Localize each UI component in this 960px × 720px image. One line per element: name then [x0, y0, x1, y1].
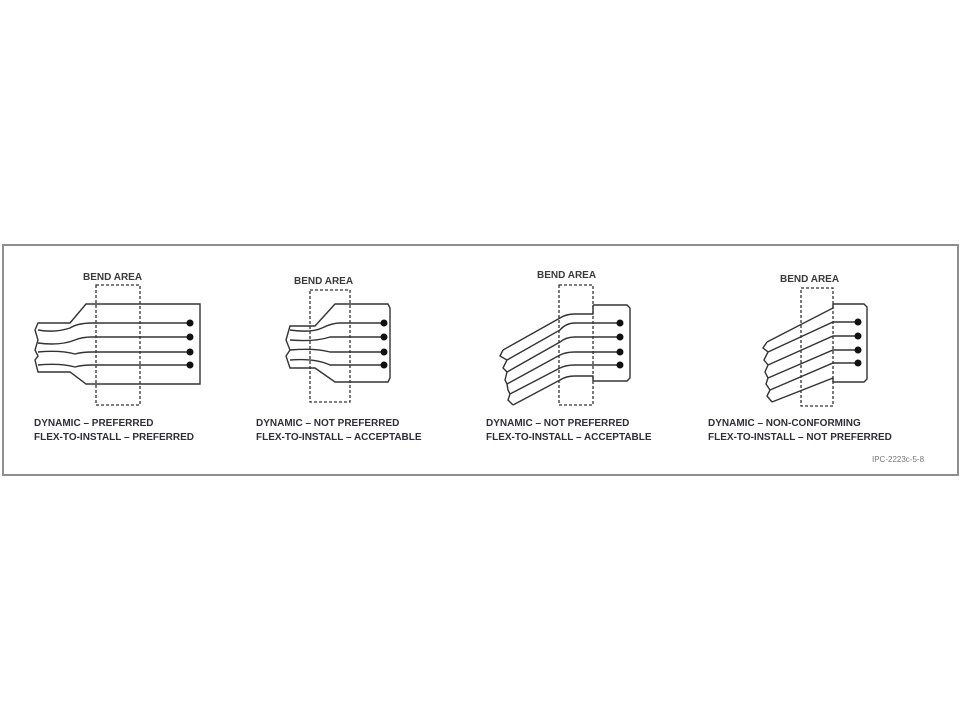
bend-area-box [309, 289, 351, 403]
pad-icon [380, 348, 388, 356]
flex-outline [285, 303, 391, 383]
trace [289, 358, 384, 366]
bend-area-box [800, 287, 834, 407]
bend-area-label: BEND AREA [294, 276, 353, 287]
pad-icon [616, 348, 624, 356]
trace [37, 363, 190, 368]
caption-dynamic: DYNAMIC – NOT PREFERRED [486, 418, 629, 429]
flex-cut-edge [499, 349, 514, 406]
caption-dynamic: DYNAMIC – NON-CONFORMING [708, 418, 861, 429]
bend-area-box [558, 284, 594, 406]
pad-icon [186, 333, 194, 341]
caption-flex-to-install: FLEX-TO-INSTALL – ACCEPTABLE [486, 432, 652, 443]
pad-icon [186, 361, 194, 369]
trace [289, 336, 384, 342]
pad-icon [186, 348, 194, 356]
bend-area-label: BEND AREA [780, 274, 839, 285]
trace [767, 335, 858, 366]
bend-area-label: BEND AREA [537, 270, 596, 281]
figure-id: IPC-2223c-5-8 [872, 455, 925, 464]
flex-cut-edge [762, 341, 773, 403]
flex-outline [34, 303, 201, 385]
pad-icon [186, 319, 194, 327]
pad-icon [854, 332, 862, 340]
pad-icon [616, 333, 624, 341]
trace [766, 304, 834, 343]
figure-frame [2, 244, 959, 476]
caption-flex-to-install: FLEX-TO-INSTALL – PREFERRED [34, 432, 194, 443]
trace [502, 305, 594, 351]
pad-icon [854, 346, 862, 354]
panel-4: BEND AREA DYNAMIC – NON-CONFORMING FLEX-… [708, 274, 892, 443]
trace [289, 322, 384, 332]
trace [289, 348, 384, 353]
pad-icon [380, 333, 388, 341]
bend-area-box [95, 284, 141, 406]
trace [512, 375, 594, 406]
flex-outline [593, 304, 631, 382]
trace [509, 364, 620, 395]
trace [37, 336, 190, 345]
trace [37, 322, 190, 332]
bend-area-label: BEND AREA [83, 272, 142, 283]
pad-icon [616, 319, 624, 327]
pad-icon [616, 361, 624, 369]
pad-icon [854, 359, 862, 367]
caption-dynamic: DYNAMIC – NOT PREFERRED [256, 418, 399, 429]
flex-outline [833, 303, 868, 383]
caption-flex-to-install: FLEX-TO-INSTALL – NOT PREFERRED [708, 432, 892, 443]
pad-icon [854, 318, 862, 326]
trace [506, 336, 620, 373]
panel-2: BEND AREA DYNAMIC – NOT PREFERRED FLEX-T… [256, 276, 422, 443]
trace [771, 376, 834, 403]
caption-dynamic: DYNAMIC – PREFERRED [34, 418, 153, 429]
pad-icon [380, 361, 388, 369]
trace [767, 349, 858, 379]
trace [506, 351, 620, 385]
trace [767, 321, 858, 353]
panel-3: BEND AREA DYNAMIC – NOT PREFERRED FLEX-T… [486, 270, 652, 443]
caption-flex-to-install: FLEX-TO-INSTALL – ACCEPTABLE [256, 432, 422, 443]
trace [506, 322, 620, 361]
trace [37, 350, 190, 355]
panel-1: BEND AREA DYNAMIC – PREFERRED FLEX-TO-IN… [34, 272, 201, 443]
pad-icon [380, 319, 388, 327]
trace [769, 362, 858, 391]
